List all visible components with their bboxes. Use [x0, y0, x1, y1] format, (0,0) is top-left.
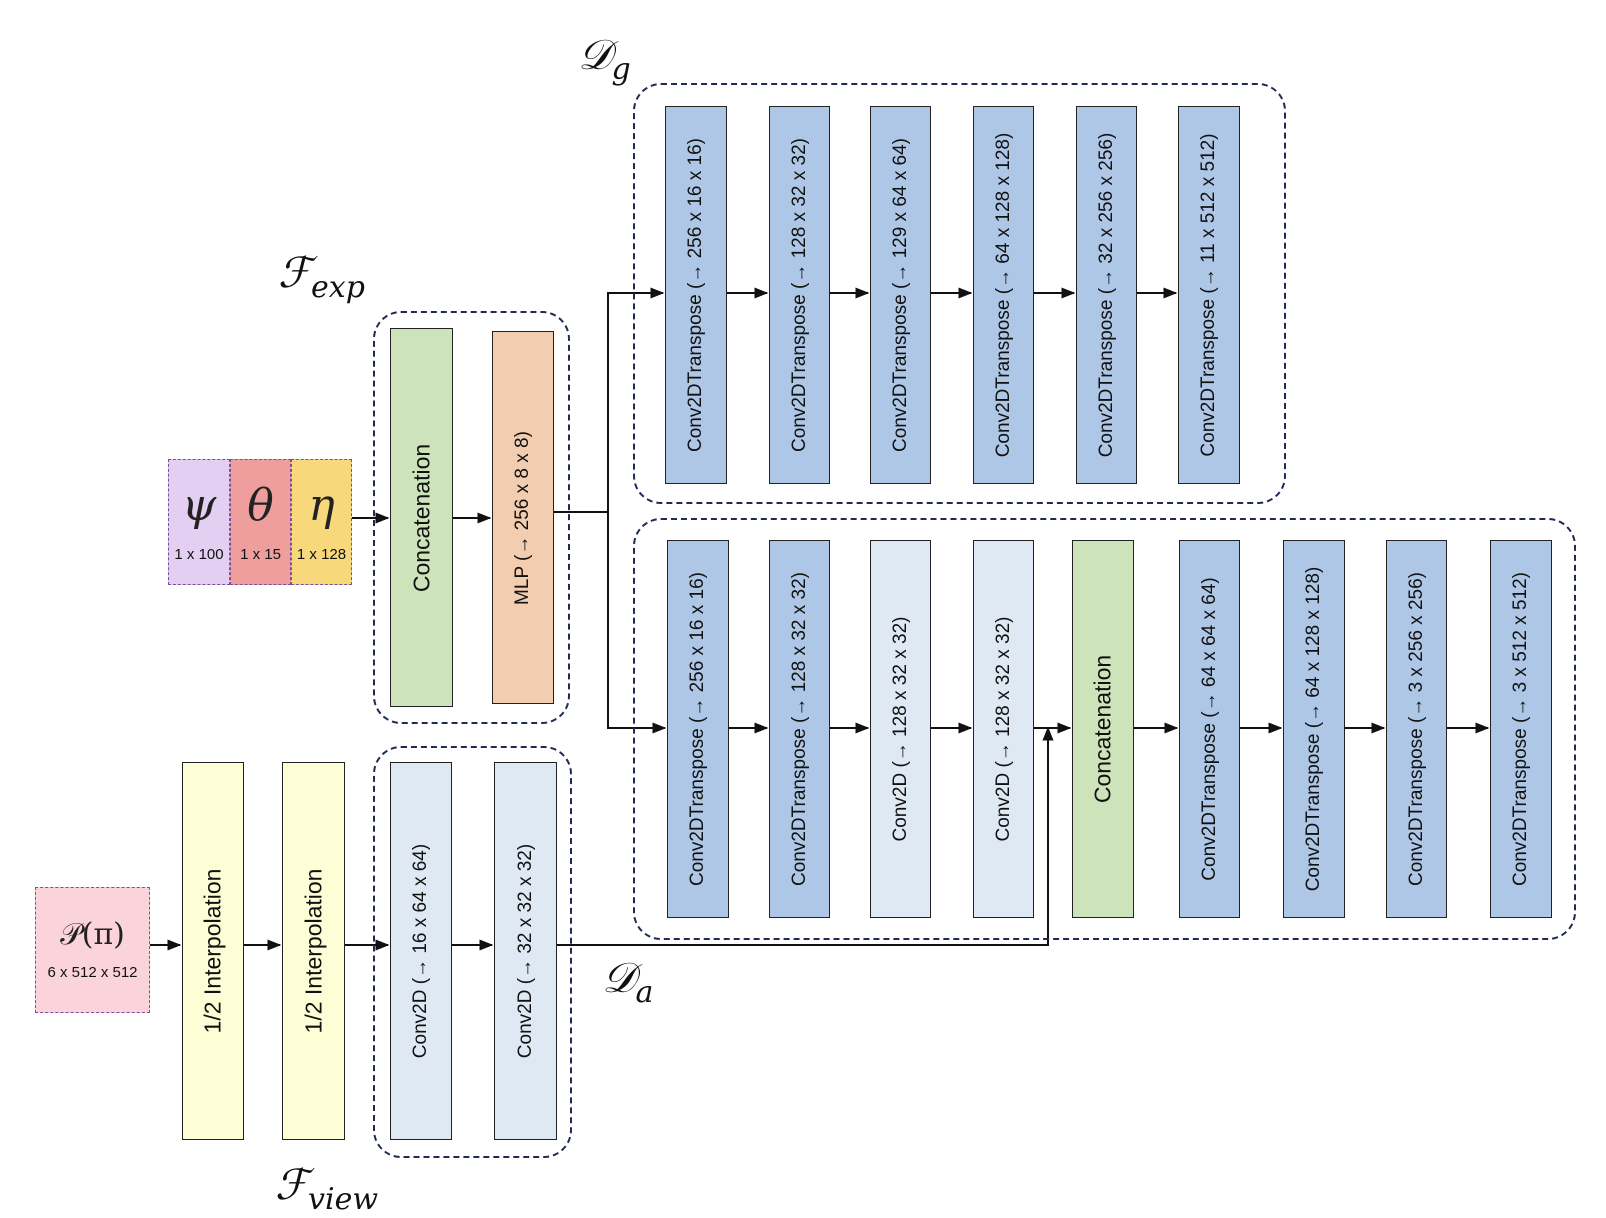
da-conv2dtranspose-block-1: Conv2DTranspose (→ 256 x 16 x 16): [667, 540, 729, 918]
da-label-2: Conv2DTranspose (→ 128 x 32 x 32): [788, 571, 810, 887]
da-label-5: Concatenation: [1089, 654, 1116, 804]
da-conv2dtranspose-block-2: Conv2DTranspose (→ 128 x 32 x 32): [769, 540, 830, 918]
input-eta: η 1 x 128: [291, 459, 352, 585]
mlp-label: MLP (→ 256 x 8 x 8): [512, 430, 533, 605]
da-label-8: Conv2DTranspose (→ 3 x 256 x 256): [1405, 571, 1427, 887]
arrow-fview-to-da-concat: [557, 726, 1054, 946]
interpolation-label-2: 1/2 Interpolation: [300, 868, 326, 1034]
da-conv2dtranspose-block-9: Conv2DTranspose (→ 3 x 512 x 512): [1490, 540, 1552, 918]
da-label-9: Conv2DTranspose (→ 3 x 512 x 512): [1510, 571, 1531, 887]
group-label-f-view: ℱview: [275, 1160, 379, 1217]
da-concatenation-block: Concatenation: [1072, 540, 1134, 918]
fexp-concatenation-block: Concatenation: [390, 328, 453, 707]
fview-conv2d-label-2: Conv2D (→ 32 x 32 x 32): [514, 843, 536, 1059]
dg-label-1: Conv2DTranspose (→ 256 x 16 x 16): [685, 137, 706, 453]
da-label-1: Conv2DTranspose (→ 256 x 16 x 16): [687, 571, 708, 887]
dg-conv2dtranspose-block-1: Conv2DTranspose (→ 256 x 16 x 16): [665, 106, 727, 484]
group-f-exp: [373, 311, 570, 724]
da-conv2dtranspose-block-8: Conv2DTranspose (→ 3 x 256 x 256): [1386, 540, 1447, 918]
group-label-f-exp: ℱexp: [278, 248, 365, 305]
dg-conv2dtranspose-block-6: Conv2DTranspose (→ 11 x 512 x 512): [1178, 106, 1240, 484]
psi-dim: 1 x 100: [174, 546, 224, 563]
da-conv2dtranspose-block-6: Conv2DTranspose (→ 64 x 64 x 64): [1179, 540, 1240, 918]
group-label-d-a: 𝒟a: [602, 953, 654, 1010]
group-f-view: [373, 746, 572, 1158]
da-conv2dtranspose-block-7: Conv2DTranspose (→ 64 x 128 x 128): [1283, 540, 1345, 918]
interpolation-label-1: 1/2 Interpolation: [199, 868, 226, 1034]
fexp-concatenation-label: Concatenation: [408, 443, 434, 592]
psi-symbol: ψ: [181, 480, 217, 531]
group-label-d-g: 𝒟g: [578, 30, 631, 87]
interpolation-block-2: 1/2 Interpolation: [282, 762, 345, 1140]
da-conv2d-block-4: Conv2D (→ 128 x 32 x 32): [973, 540, 1034, 918]
da-label-4: Conv2D (→ 128 x 32 x 32): [992, 616, 1014, 842]
group-d-g: [633, 83, 1286, 504]
da-label-3: Conv2D (→ 128 x 32 x 32): [889, 616, 911, 842]
p-pi-dim: 6 x 512 x 512: [47, 964, 138, 981]
input-theta: θ 1 x 15: [230, 459, 291, 585]
theta-symbol: θ: [247, 480, 274, 531]
group-d-a: [633, 518, 1576, 940]
da-label-7: Conv2DTranspose (→ 64 x 128 x 128): [1303, 566, 1324, 892]
p-pi-symbol: 𝒫(π): [60, 917, 125, 952]
fview-conv2d-block-2: Conv2D (→ 32 x 32 x 32): [494, 762, 557, 1140]
input-psi: ψ 1 x 100: [168, 459, 230, 585]
fview-conv2d-block-1: Conv2D (→ 16 x 64 x 64): [390, 762, 452, 1140]
interpolation-block-1: 1/2 Interpolation: [182, 762, 244, 1140]
fview-conv2d-label-1: Conv2D (→ 16 x 64 x 64): [410, 843, 431, 1059]
input-p-pi: 𝒫(π) 6 x 512 x 512: [35, 887, 150, 1013]
dg-label-4: Conv2DTranspose (→ 64 x 128 x 128): [992, 132, 1014, 458]
da-label-6: Conv2DTranspose (→ 64 x 64 x 64): [1198, 577, 1220, 881]
da-conv2d-block-3: Conv2D (→ 128 x 32 x 32): [870, 540, 931, 918]
dg-label-6: Conv2DTranspose (→ 11 x 512 x 512): [1198, 133, 1219, 457]
dg-label-5: Conv2DTranspose (→ 32 x 256 x 256): [1095, 132, 1117, 458]
dg-label-2: Conv2DTranspose (→ 128 x 32 x 32): [788, 137, 810, 453]
eta-dim: 1 x 128: [296, 546, 347, 563]
dg-conv2dtranspose-block-2: Conv2DTranspose (→ 128 x 32 x 32): [769, 106, 830, 484]
dg-label-3: Conv2DTranspose (→ 129 x 64 x 64): [889, 137, 911, 453]
eta-symbol: η: [308, 480, 335, 531]
dg-conv2dtranspose-block-5: Conv2DTranspose (→ 32 x 256 x 256): [1076, 106, 1137, 484]
dg-conv2dtranspose-block-4: Conv2DTranspose (→ 64 x 128 x 128): [973, 106, 1034, 484]
mlp-block: MLP (→ 256 x 8 x 8): [492, 331, 554, 704]
dg-conv2dtranspose-block-3: Conv2DTranspose (→ 129 x 64 x 64): [870, 106, 931, 484]
arrow-mlp-to-da: [607, 512, 667, 734]
arrow-mlp-to-dg: [553, 287, 665, 513]
theta-dim: 1 x 15: [240, 546, 281, 563]
